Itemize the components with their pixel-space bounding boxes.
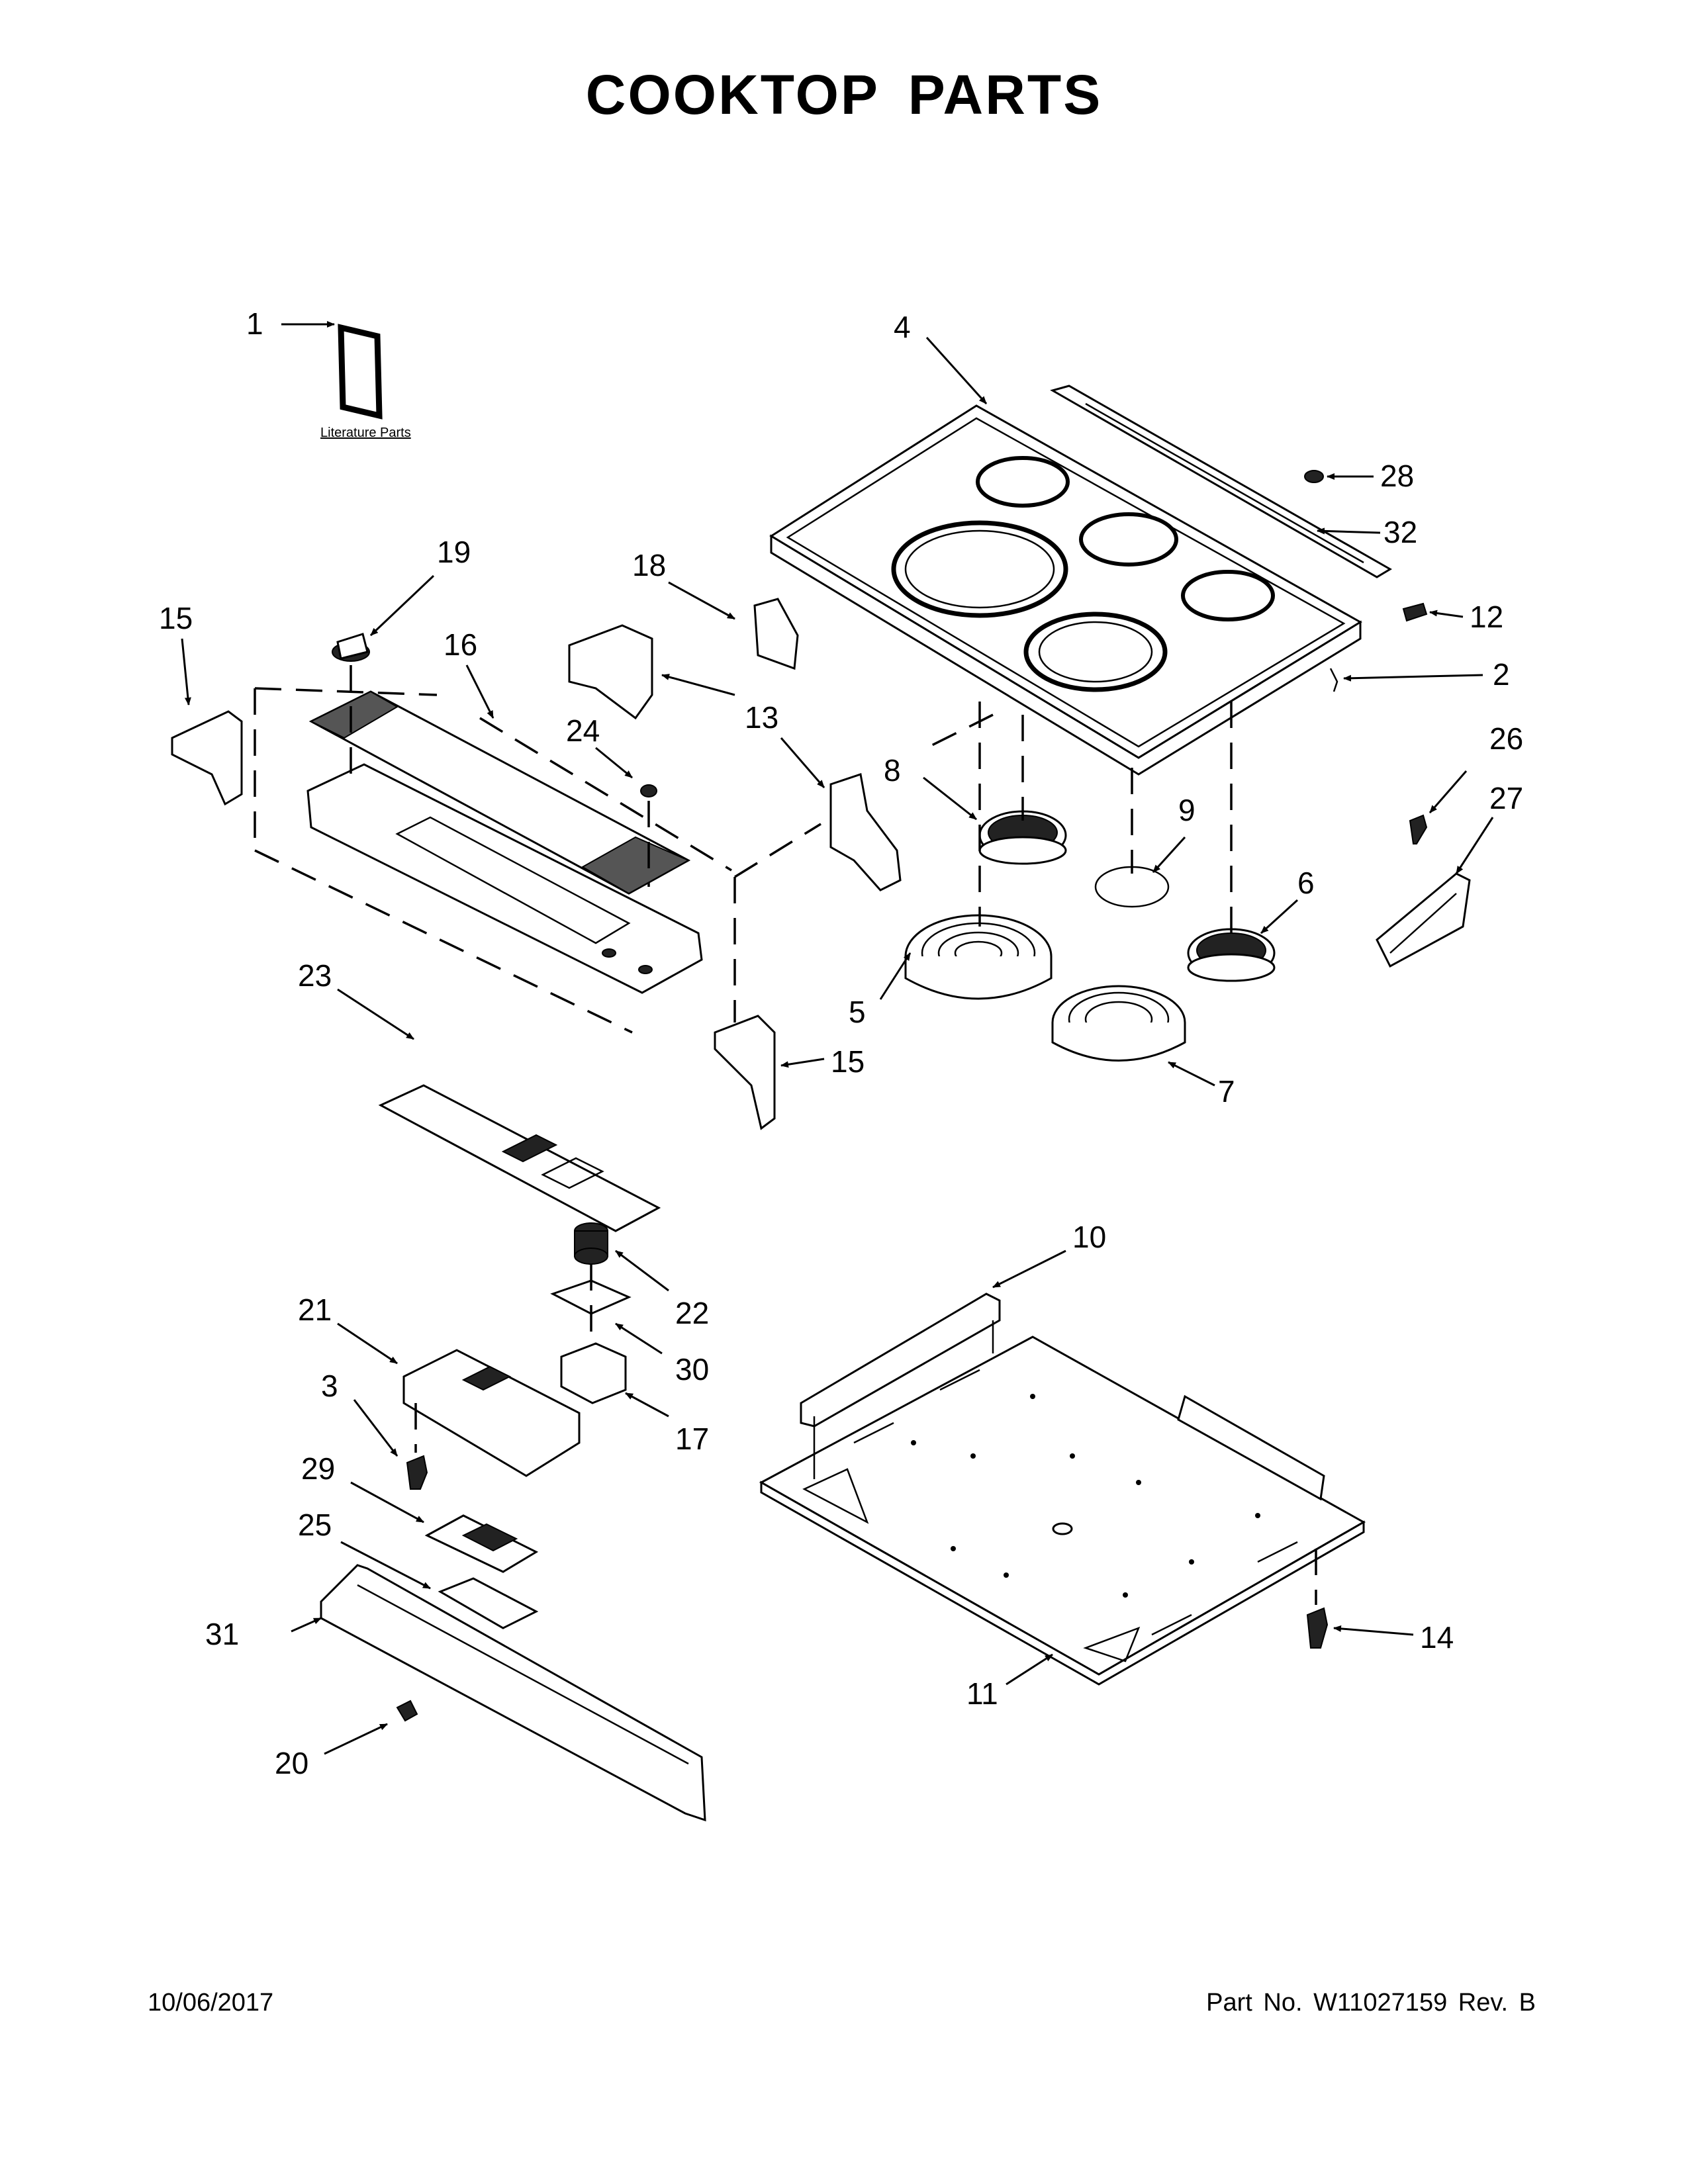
callout-6: 6 (1297, 866, 1315, 900)
callout-16: 16 (444, 627, 477, 662)
part-27-bracket: 27 (1376, 781, 1523, 968)
part-25-plate: 25 (298, 1508, 539, 1629)
part-5-element: 5 (849, 914, 1053, 1029)
callout-27: 27 (1489, 781, 1523, 815)
callout-8: 8 (884, 753, 901, 788)
part-10-rear-panel: 10 (800, 1220, 1106, 1428)
callout-26: 26 (1489, 721, 1523, 756)
callout-2: 2 (1493, 657, 1510, 692)
part-13-bracket-upper: 13 (568, 624, 778, 735)
callout-4: 4 (894, 310, 911, 344)
part-23-ui-board: 23 (298, 958, 661, 1232)
footer-date: 10/06/2017 (148, 1989, 274, 2017)
part-17-switch: 17 (560, 1342, 709, 1456)
part-18-bracket: 18 (632, 548, 799, 670)
part-20-clip: 20 (275, 1700, 418, 1780)
callout-18: 18 (632, 548, 666, 582)
footer-part-number: Part No. W11027159 Rev. B (1206, 1989, 1536, 2017)
part-2: 2 (1329, 657, 1510, 692)
callout-22: 22 (675, 1296, 709, 1330)
part-32-trim: 32 (1050, 385, 1417, 578)
callout-5: 5 (849, 995, 866, 1029)
callout-7: 7 (1218, 1074, 1235, 1109)
part-19-knob: 19 (332, 535, 471, 662)
callout-1: 1 (246, 306, 263, 341)
callout-17: 17 (675, 1422, 709, 1456)
callout-19: 19 (437, 535, 471, 569)
callout-9: 9 (1178, 793, 1196, 827)
part-15-right-bracket: 15 (714, 1015, 865, 1130)
part-11-box: 11 (759, 1320, 1366, 1711)
part-15-left-bracket: 15 (159, 601, 243, 806)
part-14-screw: 14 (1306, 1549, 1454, 1655)
callout-28: 28 (1380, 459, 1414, 493)
callout-23: 23 (298, 958, 332, 993)
part-13-bracket-lower (780, 737, 902, 891)
callout-13: 13 (745, 700, 778, 735)
part-29-bracket: 29 (301, 1451, 539, 1573)
callout-25: 25 (298, 1508, 332, 1542)
callout-15-left: 15 (159, 601, 193, 635)
part-21-control-board: 21 (298, 1293, 581, 1477)
callout-30: 30 (675, 1352, 709, 1387)
part-6-element: 6 (1187, 866, 1315, 982)
callout-3: 3 (321, 1369, 338, 1403)
part-30-plate: 30 (550, 1279, 709, 1387)
callout-11: 11 (966, 1676, 998, 1711)
callout-32: 32 (1383, 515, 1417, 549)
part-31-trim: 31 (205, 1564, 706, 1822)
callout-14: 14 (1420, 1620, 1454, 1655)
part-9-limiter: 9 (1094, 793, 1196, 908)
literature-parts-label: Literature Parts (320, 426, 411, 440)
callout-31: 31 (205, 1617, 239, 1651)
page-title: COOKTOP PARTS (585, 64, 1103, 126)
part-7-element: 7 (1051, 985, 1235, 1109)
part-12: 12 (1402, 600, 1503, 634)
callout-21: 21 (298, 1293, 332, 1327)
part-1-literature: Literature Parts 1 (246, 306, 411, 440)
part-4-cooktop: 4 (769, 310, 1362, 776)
part-24-screw: 24 (566, 713, 657, 887)
callout-15-right: 15 (831, 1044, 865, 1079)
part-22-knob: 22 (574, 1222, 709, 1330)
part-26-screw: 26 (1409, 721, 1523, 844)
part-8-element: 8 (884, 753, 1067, 865)
part-16-control-panel: 16 (306, 627, 703, 994)
callout-24: 24 (566, 713, 600, 748)
callout-10: 10 (1072, 1220, 1106, 1254)
callout-12: 12 (1470, 600, 1503, 634)
part-3-screw: 3 (321, 1369, 428, 1490)
callout-29: 29 (301, 1451, 335, 1486)
part-28: 28 (1304, 459, 1414, 493)
callout-20: 20 (275, 1746, 308, 1780)
